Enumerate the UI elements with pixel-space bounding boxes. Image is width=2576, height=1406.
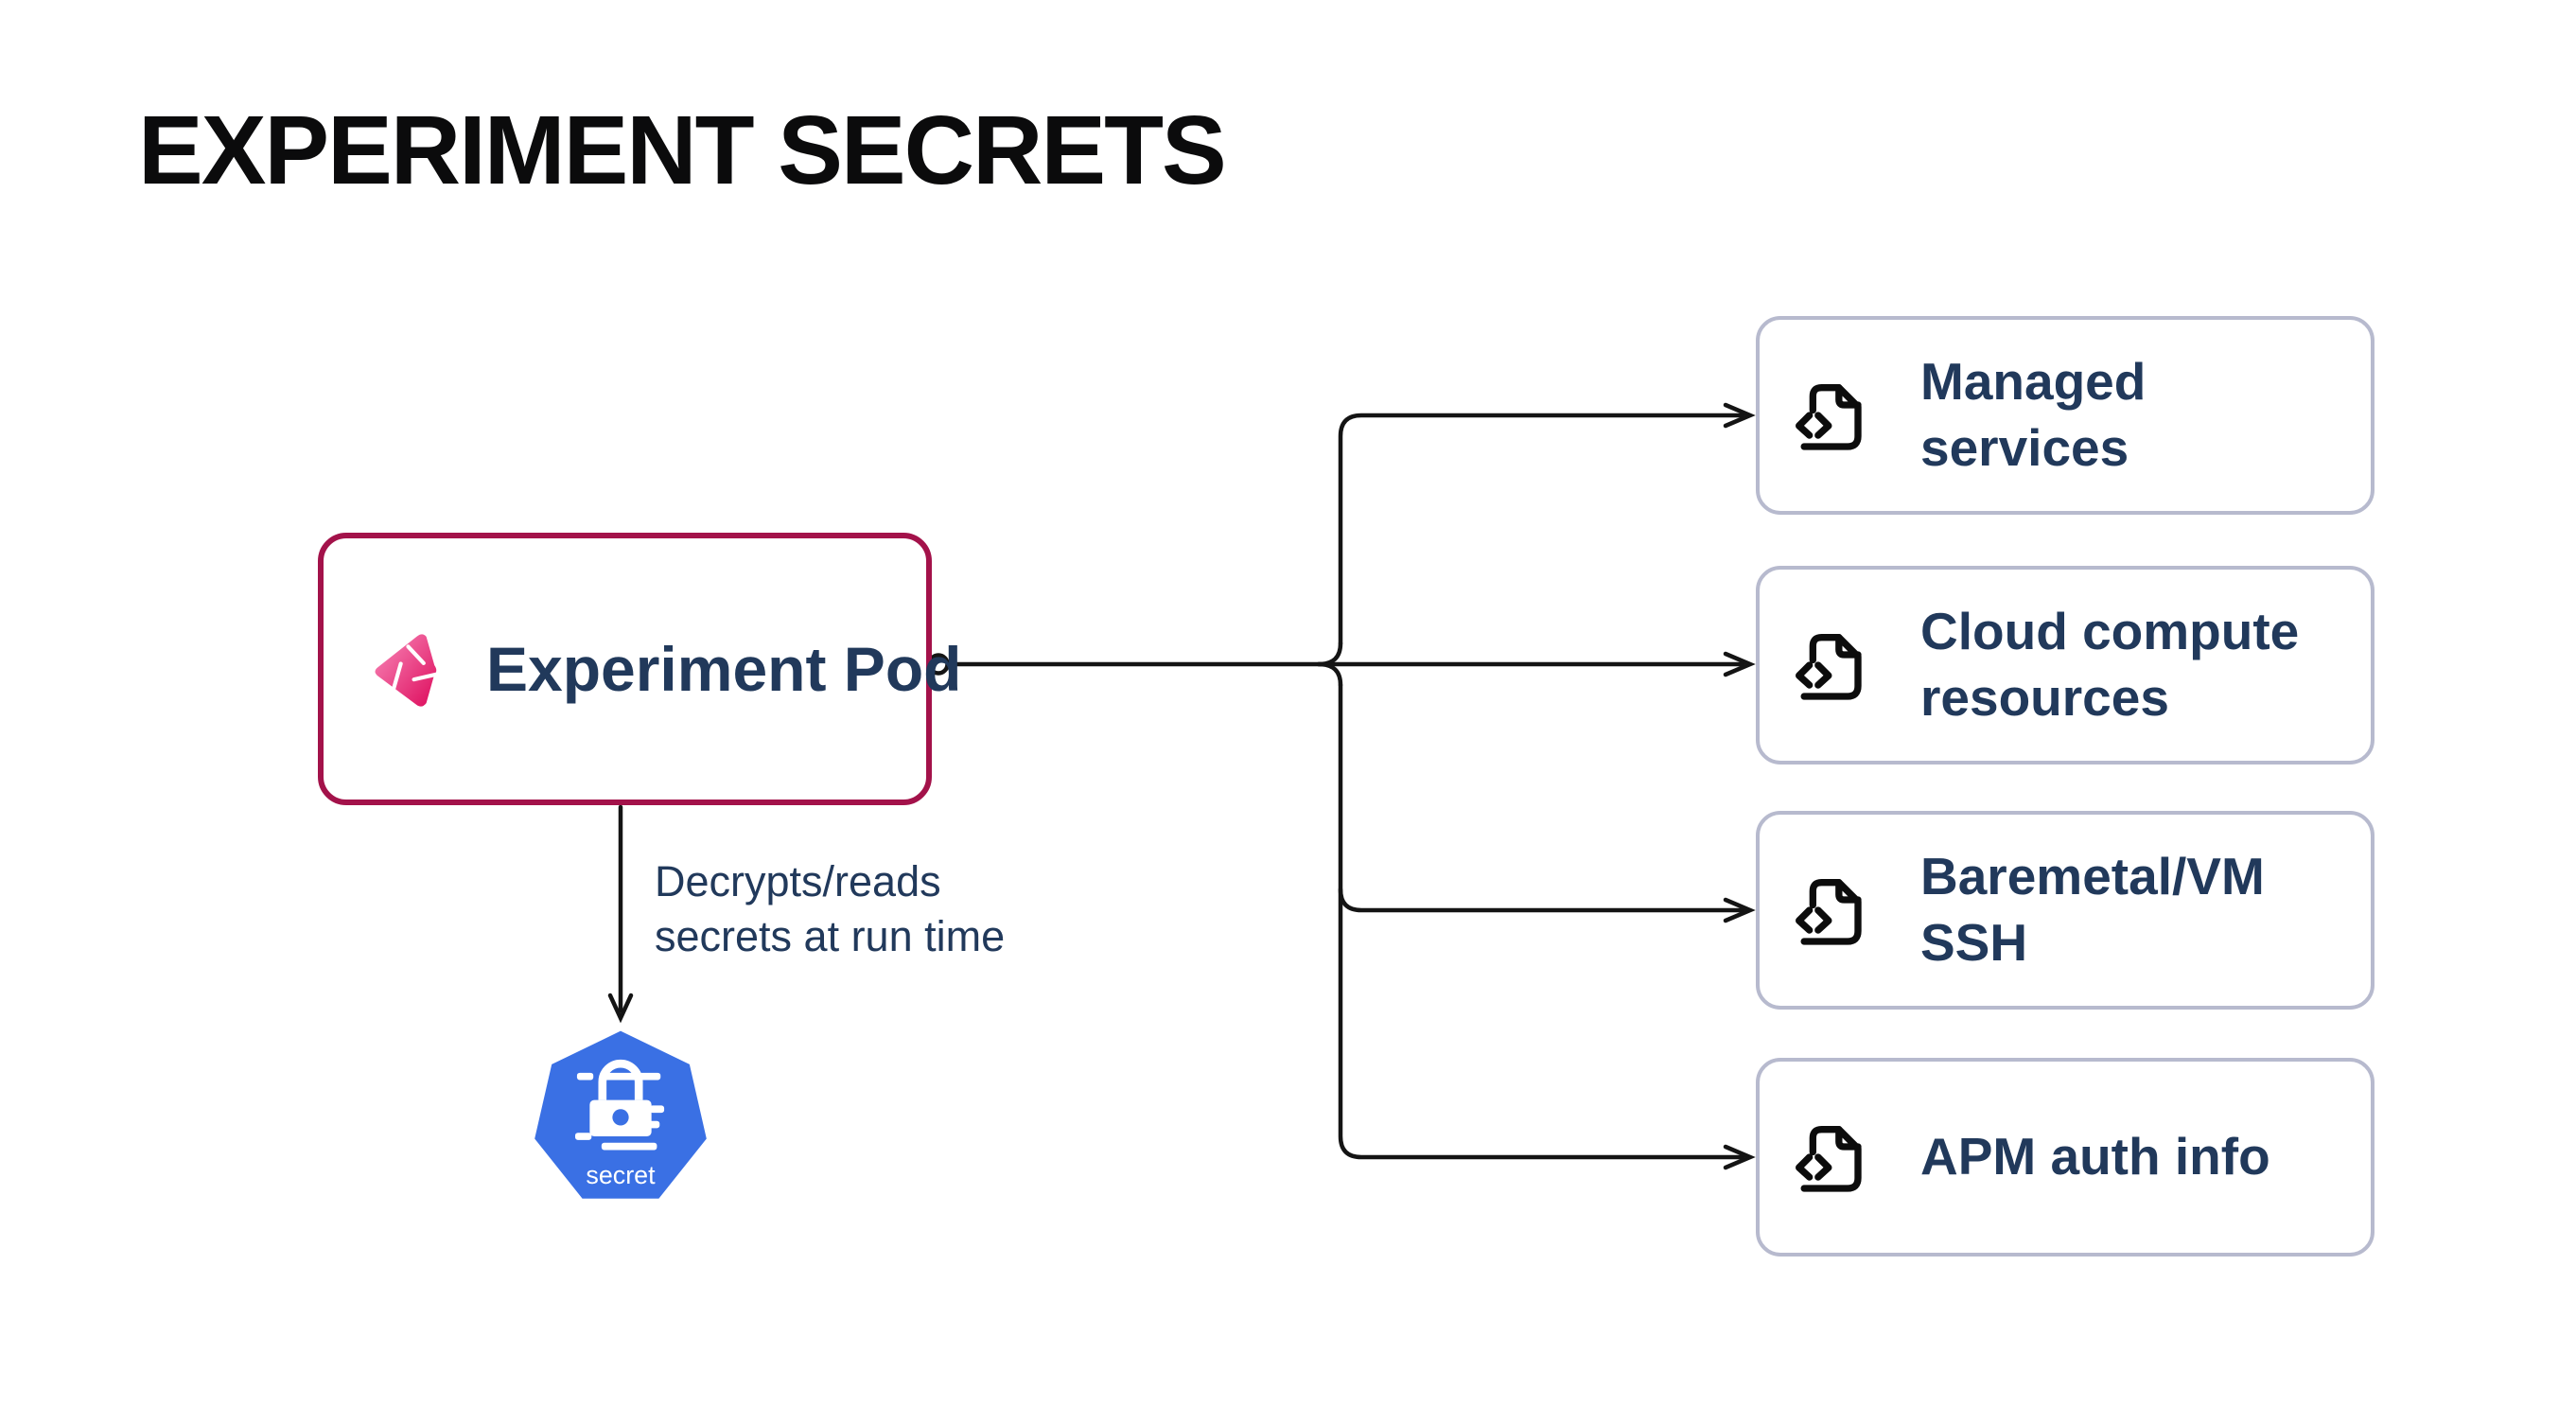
target-label: APM auth info	[1920, 1127, 2270, 1186]
target-label: Cloud compute resources	[1920, 602, 2300, 727]
file-code-icon	[1796, 624, 1879, 707]
experiment-pod-node: Experiment Pod	[318, 533, 961, 805]
target-label: Baremetal/VM SSH	[1920, 847, 2265, 972]
file-code-icon	[1796, 869, 1879, 952]
page-title: EXPERIMENT SECRETS	[138, 96, 1227, 204]
target-node-baremetal-vm-ssh: Baremetal/VM SSH	[1756, 811, 2374, 1010]
experiment-pod-logo-icon	[361, 622, 456, 716]
kubernetes-secret-node: secret	[530, 1024, 711, 1210]
edge-annotation: Decrypts/reads secrets at run time	[655, 854, 1005, 963]
kubernetes-secret-icon: secret	[534, 1030, 707, 1199]
file-code-icon	[1796, 374, 1879, 457]
arrowhead	[1723, 897, 1756, 923]
target-node-managed-services: Managed services	[1756, 316, 2374, 515]
target-node-cloud-compute: Cloud compute resources	[1756, 566, 2374, 765]
secret-node-label: secret	[586, 1161, 656, 1189]
experiment-pod-label: Experiment Pod	[486, 634, 962, 704]
edge-pod-to-baremetal	[1338, 887, 1745, 913]
arrowhead	[1723, 1144, 1756, 1170]
file-code-icon	[1796, 1116, 1879, 1199]
edge-pod-to-managed-services	[1338, 413, 1745, 646]
target-node-apm-auth-info: APM auth info	[1756, 1058, 2374, 1257]
arrowhead-down	[607, 993, 634, 1024]
edge-annotation-line1: Decrypts/reads	[655, 857, 941, 905]
edge-annotation-line2: secrets at run time	[655, 911, 1006, 960]
target-label: Managed services	[1920, 352, 2147, 477]
arrowhead	[1723, 402, 1756, 429]
arrowhead	[1723, 651, 1756, 677]
edge-pod-to-apm	[1338, 682, 1745, 1160]
